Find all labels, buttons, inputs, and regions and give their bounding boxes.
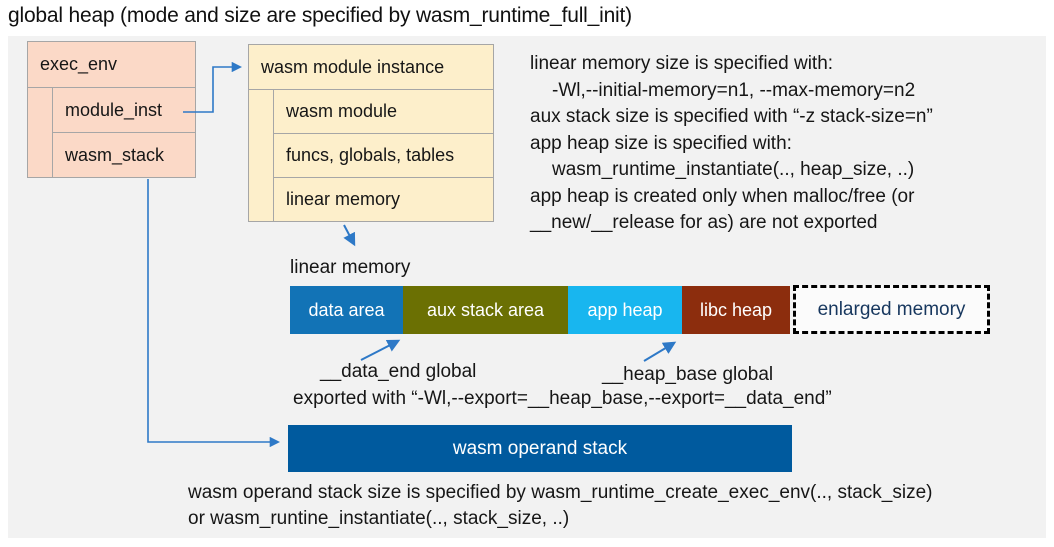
- exec-env-field-module-inst: module_inst: [52, 88, 195, 132]
- note-line: aux stack size is specified with “-z sta…: [530, 106, 933, 127]
- note-line: or wasm_runtine_instantiate(.., stack_si…: [188, 508, 570, 529]
- note-line: wasm_runtime_instantiate(.., heap_size, …: [552, 159, 915, 180]
- size-notes-block: linear memory size is specified with: -W…: [530, 51, 933, 237]
- note-line: linear memory size is specified with:: [530, 53, 834, 74]
- segment-aux-stack-area: aux stack area: [403, 286, 568, 334]
- module-instance-box: wasm module instance wasm module funcs, …: [248, 44, 494, 222]
- exported-with-label: exported with “-Wl,--export=__heap_base,…: [293, 388, 832, 409]
- exec-env-field-wasm-stack: wasm_stack: [52, 132, 195, 177]
- note-line: -Wl,--initial-memory=n1, --max-memory=n2: [552, 79, 916, 101]
- segment-data-area: data area: [290, 286, 403, 334]
- heap-base-global-label: __heap_base global: [602, 364, 774, 385]
- note-line: wasm operand stack size is specified by …: [188, 482, 933, 503]
- module-instance-field-wasm-module: wasm module: [273, 90, 493, 133]
- data-end-global-label: __data_end global: [320, 361, 477, 382]
- note-line: app heap size is specified with:: [530, 132, 792, 154]
- segment-libc-heap: libc heap: [682, 286, 790, 334]
- exec-env-gutter: [28, 88, 52, 177]
- linear-memory-label: linear memory: [290, 257, 411, 278]
- module-instance-field-funcs-globals-tables: funcs, globals, tables: [273, 133, 493, 177]
- exec-env-title: exec_env: [28, 42, 195, 88]
- segment-enlarged-memory: enlarged memory: [793, 285, 990, 334]
- module-instance-title: wasm module instance: [249, 45, 493, 90]
- segment-app-heap: app heap: [568, 286, 682, 334]
- note-line: app heap is created only when malloc/fre…: [530, 185, 915, 207]
- module-instance-gutter: [249, 90, 273, 221]
- operand-stack-notes: wasm operand stack size is specified by …: [188, 480, 933, 532]
- module-instance-field-linear-memory: linear memory: [273, 177, 493, 221]
- note-line: __new/__release for as) are not exported: [530, 212, 878, 233]
- exec-env-box: exec_env module_inst wasm_stack: [27, 41, 196, 178]
- operand-stack-bar: wasm operand stack: [288, 425, 792, 472]
- diagram-title: global heap (mode and size are specified…: [8, 4, 632, 27]
